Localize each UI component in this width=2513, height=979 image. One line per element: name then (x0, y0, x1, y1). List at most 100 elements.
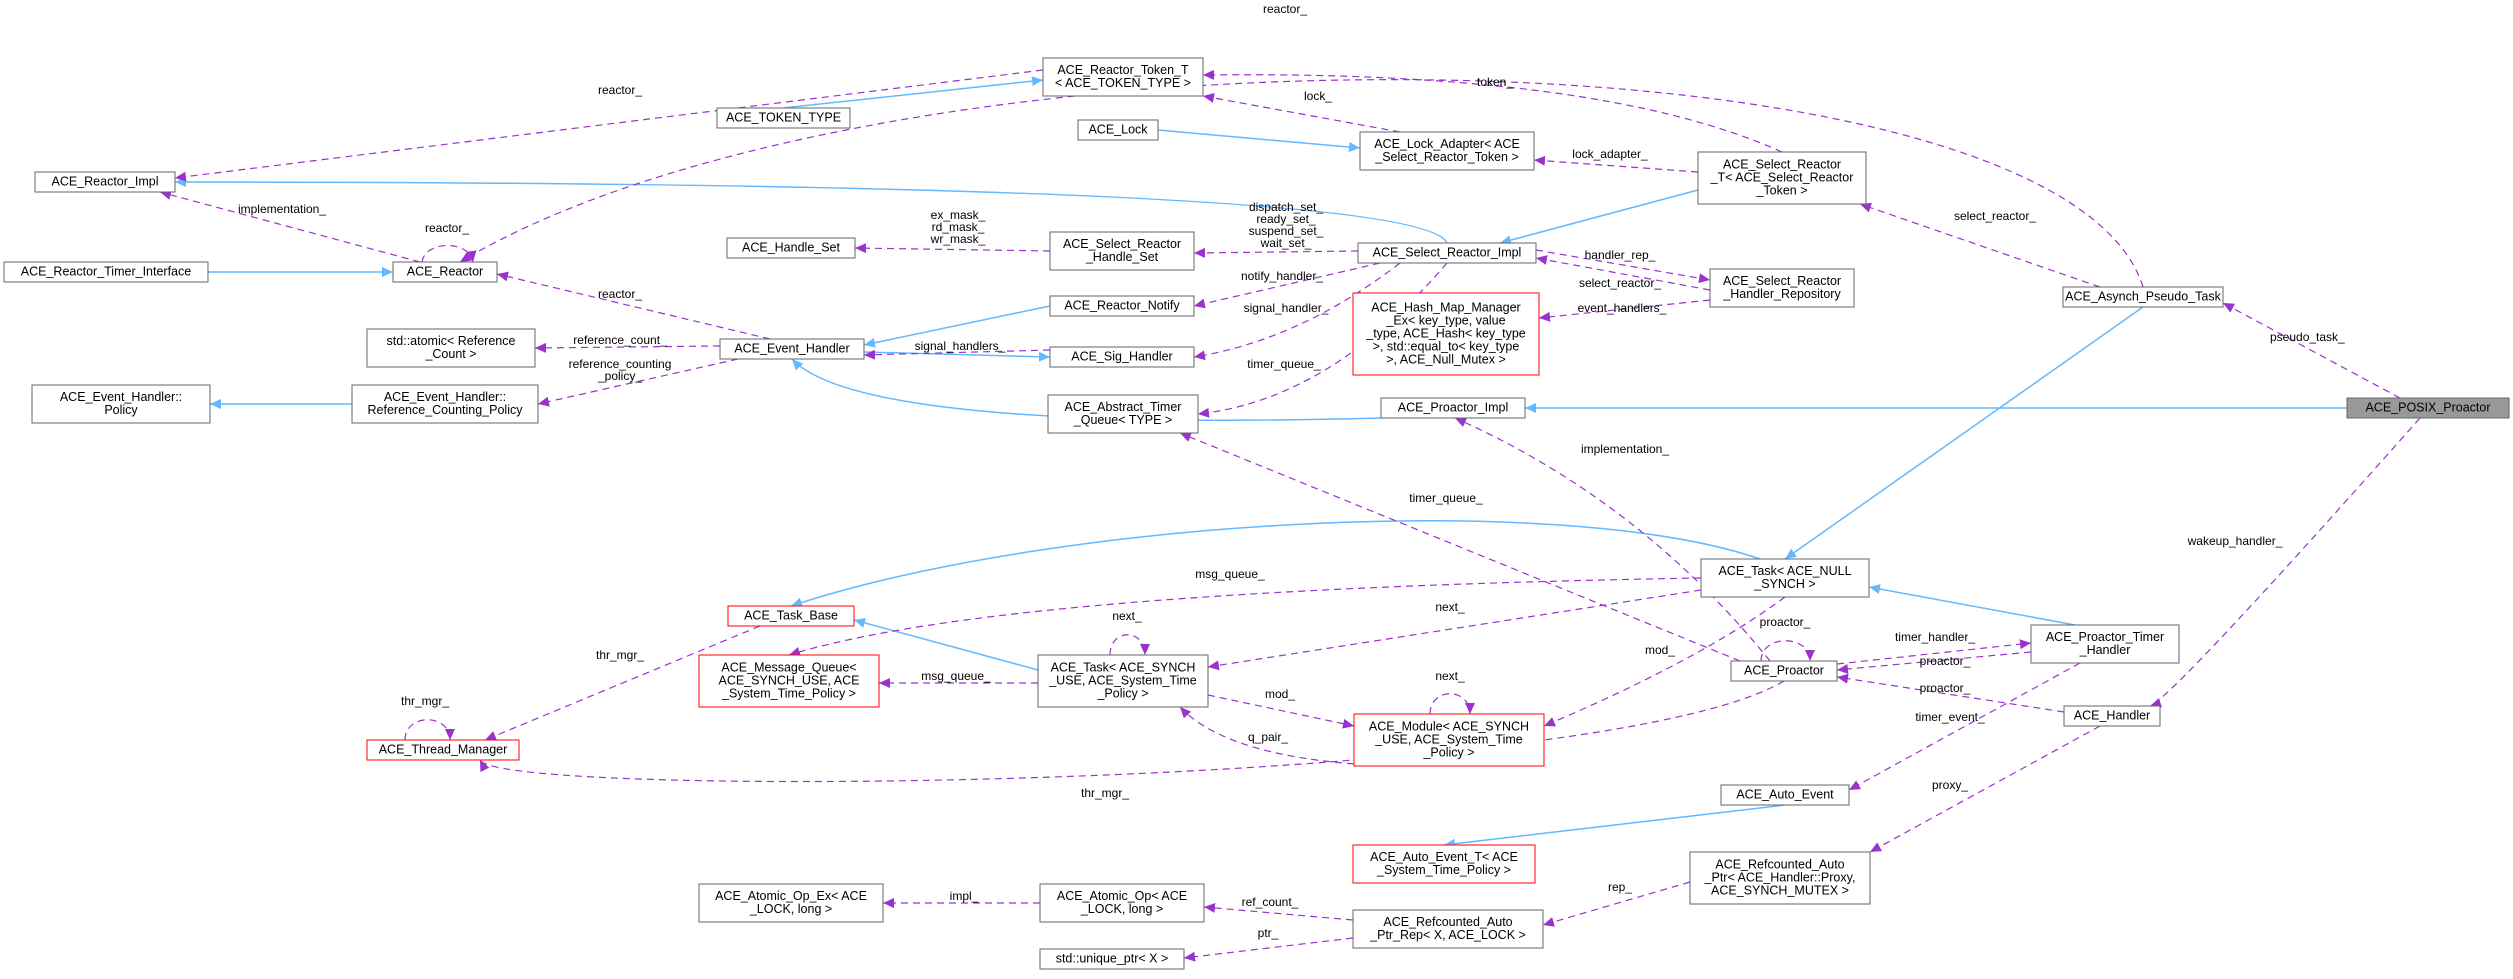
class-node-message-queue[interactable]: ACE_Message_Queue<ACE_SYNCH_USE, ACE_Sys… (698, 654, 880, 708)
usage-edge-handler-to-refcounted_auto_ptr (1869, 725, 2101, 853)
class-node-thread-manager[interactable]: ACE_Thread_Manager (366, 739, 520, 761)
edge-label-select_reactor_handler_repo-to-hash_map_manager: event_handlers_ (1578, 301, 1667, 315)
class-node-refcounted-auto-ptr-rep[interactable]: ACE_Refcounted_Auto_Ptr_Rep< X, ACE_LOCK… (1352, 909, 1544, 949)
usage-edge-refcounted_auto_ptr-to-refcounted_auto_ptr_rep (1542, 881, 1691, 927)
class-node-hash-map-manager[interactable]: ACE_Hash_Map_Manager_Ex< key_type, value… (1352, 292, 1540, 376)
edge-label-select_reactor_impl-to-abstract_timer_queue: timer_queue_ (1247, 357, 1321, 371)
edge-label-proactor-to-proactor: proactor_ (1760, 615, 1811, 629)
class-node-box (2346, 397, 2510, 419)
class-node-refcounted-auto-ptr[interactable]: ACE_Refcounted_Auto_Ptr< ACE_Handler::Pr… (1689, 851, 1871, 905)
class-node-module[interactable]: ACE_Module< ACE_SYNCH_USE, ACE_System_Ti… (1353, 713, 1545, 767)
class-node-box (351, 384, 539, 424)
class-node-box (1042, 57, 1204, 97)
edge-label-module-to-module: next_ (1435, 669, 1465, 683)
class-node-select-reactor-handle-set[interactable]: ACE_Select_Reactor_Handle_Set (1049, 231, 1195, 271)
class-node-proactor-timer-handler[interactable]: ACE_Proactor_Timer_Handler (2030, 624, 2180, 664)
usage-edge-task_null_synch-to-module (1543, 596, 1786, 727)
class-node-reactor-notify[interactable]: ACE_Reactor_Notify (1049, 295, 1195, 317)
class-node-select-reactor-impl[interactable]: ACE_Select_Reactor_Impl (1357, 242, 1537, 264)
class-node-atomic-ref-count[interactable]: std::atomic< Reference_Count > (366, 328, 536, 368)
class-node-reactor-timer-interface[interactable]: ACE_Reactor_Timer_Interface (3, 261, 209, 283)
class-node-posix-proactor[interactable]: ACE_POSIX_Proactor (2346, 397, 2510, 419)
class-node-label-line: _SYNCH > (1753, 577, 1815, 591)
class-node-box (1700, 558, 1870, 598)
class-node-label-line: _LOCK, long > (1080, 902, 1163, 916)
class-node-task-null-synch[interactable]: ACE_Task< ACE_NULL_SYNCH > (1700, 558, 1870, 598)
class-node-box (1359, 131, 1535, 171)
usage-edge-asynch_pseudo_task-to-reactor (459, 79, 2144, 288)
class-node-handle-set[interactable]: ACE_Handle_Set (726, 237, 856, 259)
usage-edge-posix_proactor-to-handler (2149, 417, 2421, 708)
class-node-auto-event[interactable]: ACE_Auto_Event (1720, 784, 1850, 806)
class-node-unique-ptr[interactable]: std::unique_ptr< X > (1039, 948, 1185, 970)
class-node-label-line: Reference_Counting_Policy (368, 403, 524, 417)
inheritance-edge-reactor_impl-to-select_reactor_impl (174, 177, 1448, 244)
class-node-lock[interactable]: ACE_Lock (1077, 119, 1159, 141)
class-node-auto-event-t[interactable]: ACE_Auto_Event_T< ACE_System_Time_Policy… (1352, 844, 1536, 884)
class-node-label-line: ACE_TOKEN_TYPE (726, 111, 841, 125)
class-node-reactor-impl[interactable]: ACE_Reactor_Impl (34, 171, 176, 193)
class-node-box (366, 328, 536, 368)
usage-edge-task_synch-to-module (1207, 694, 1355, 729)
class-node-proactor[interactable]: ACE_Proactor (1730, 660, 1838, 682)
class-node-label-line: ACE_Task< ACE_SYNCH (1051, 661, 1196, 675)
class-node-handler[interactable]: ACE_Handler (2063, 705, 2161, 727)
class-node-label-line: _Ptr_Rep< X, ACE_LOCK > (1369, 928, 1526, 942)
class-node-label-line: _Ptr< ACE_Handler::Proxy, (1704, 871, 1856, 885)
class-node-sig-handler[interactable]: ACE_Sig_Handler (1049, 346, 1195, 368)
class-node-atomic-op-ex[interactable]: ACE_Atomic_Op_Ex< ACE_LOCK, long > (698, 883, 884, 923)
class-node-atomic-op[interactable]: ACE_Atomic_Op< ACE_LOCK, long > (1039, 883, 1205, 923)
edge-label-select_reactor_t-to-reactor_token_t: token_ (1477, 75, 1513, 89)
usage-edge-proactor-to-proactor (1760, 640, 1815, 662)
inheritance-edge-task_base-to-task_synch (853, 618, 1039, 671)
edge-label-task_null_synch-to-task_synch: next_ (1435, 600, 1465, 614)
class-node-label-line: _Handle_Set (1085, 250, 1159, 264)
edge-label-module-to-task_synch: q_pair_ (1248, 730, 1288, 744)
inheritance-edge-token_type-to-reactor_token_t (782, 76, 1044, 109)
class-node-reactor[interactable]: ACE_Reactor (392, 261, 498, 283)
class-node-box (1077, 119, 1159, 141)
inheritance-edge-task_null_synch-to-proactor_timer_handler (1868, 584, 2076, 626)
edge-label-select_reactor_t-to-lock_adapter: lock_adapter_ (1572, 147, 1648, 161)
class-node-label-line: _Handler (2079, 643, 2131, 657)
class-node-abstract-timer-queue[interactable]: ACE_Abstract_Timer_Queue< TYPE > (1047, 394, 1199, 434)
class-node-eh-policy[interactable]: ACE_Event_Handler::Policy (31, 384, 211, 424)
class-node-label-line: ACE_Task< ACE_NULL (1718, 564, 1851, 578)
class-node-label-line: >, std::equal_to< key_type (1373, 340, 1520, 354)
class-node-label-line: ACE_Select_Reactor (1063, 237, 1181, 251)
nodes-layer: ACE_POSIX_Proactor ACE_Asynch_Pseudo_Task… (3, 57, 2510, 970)
usage-edge-refcounted_auto_ptr_rep-to-atomic_op (1203, 902, 1354, 921)
class-node-label-line: ACE_Hash_Map_Manager (1371, 301, 1520, 315)
class-node-box (366, 739, 520, 761)
class-node-box (1037, 654, 1209, 708)
edge-label-event_handler-to-eh_ref_counting_policy: reference_counting_policy_ (569, 357, 672, 383)
class-node-box (2063, 705, 2161, 727)
class-node-lock-adapter[interactable]: ACE_Lock_Adapter< ACE_Select_Reactor_Tok… (1359, 131, 1535, 171)
class-node-label-line: ACE_Lock_Adapter< ACE (1374, 137, 1520, 151)
class-node-reactor-token-t[interactable]: ACE_Reactor_Token_T< ACE_TOKEN_TYPE > (1042, 57, 1204, 97)
class-node-event-handler[interactable]: ACE_Event_Handler (719, 338, 865, 360)
usage-edge-proactor-to-thread_manager (479, 680, 1785, 783)
edge-label-thread_manager-to-thread_manager: thr_mgr_ (401, 694, 449, 708)
class-node-label-line: ACE_Auto_Event_T< ACE (1370, 850, 1518, 864)
class-node-eh-ref-counting-policy[interactable]: ACE_Event_Handler::Reference_Counting_Po… (351, 384, 539, 424)
class-node-task-synch[interactable]: ACE_Task< ACE_SYNCH_USE, ACE_System_Time… (1037, 654, 1209, 708)
edge-label-select_reactor_impl-to-select_reactor_handle_set: dispatch_set_ready_set_suspend_set_wait_… (1249, 200, 1324, 250)
class-node-select-reactor-handler-repo[interactable]: ACE_Select_Reactor_Handler_Repository (1709, 268, 1855, 308)
class-node-label-line: ACE_Proactor (1744, 664, 1824, 678)
class-node-task-base[interactable]: ACE_Task_Base (727, 605, 855, 627)
class-node-asynch-pseudo-task[interactable]: ACE_Asynch_Pseudo_Task (2062, 286, 2224, 308)
edge-label-task_base-to-thread_manager: thr_mgr_ (596, 648, 644, 662)
usage-edge-task_synch-to-task_synch (1109, 634, 1150, 656)
usage-edge-task_null_synch-to-message_queue (788, 577, 1702, 657)
class-node-box (1049, 231, 1195, 271)
class-node-box (698, 654, 880, 708)
class-node-label-line: ACE_Message_Queue< (721, 661, 856, 675)
inheritance-edge-event_handler-to-sig_handler (863, 351, 1051, 362)
class-node-select-reactor-t[interactable]: ACE_Select_Reactor_T< ACE_Select_Reactor… (1697, 151, 1867, 205)
class-node-label-line: ACE_Select_Reactor (1723, 274, 1841, 288)
class-node-token-type[interactable]: ACE_TOKEN_TYPE (716, 107, 851, 129)
class-node-proactor-impl[interactable]: ACE_Proactor_Impl (1380, 397, 1526, 419)
class-node-label-line: _Handler_Repository (1722, 287, 1841, 301)
class-node-label-line: _USE, ACE_System_Time (1374, 733, 1523, 747)
